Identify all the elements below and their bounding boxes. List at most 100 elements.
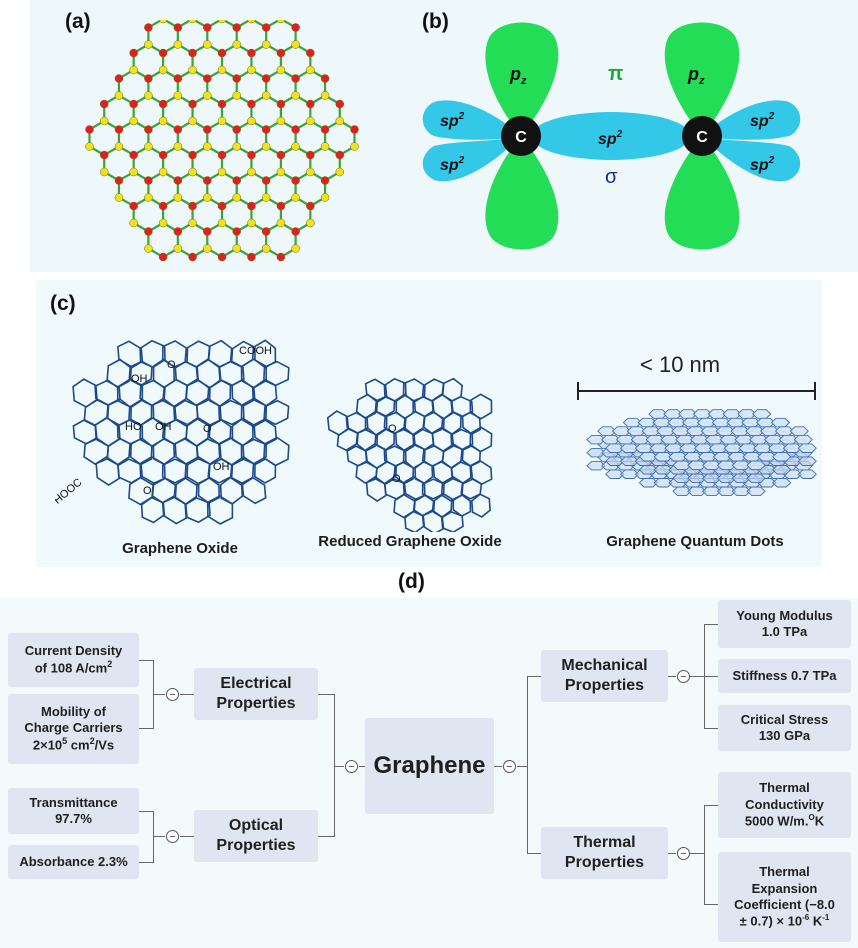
hexagon-ring [241, 476, 267, 505]
collapse-toggle-thermal[interactable]: − [677, 847, 690, 860]
hexagon-ring [240, 358, 267, 389]
lattice-atom [203, 142, 212, 151]
connector [704, 805, 718, 806]
graphene-lattice [85, 20, 359, 262]
node-thermal-conductivity[interactable]: Thermal Conductivity 5000 W/m.OK [718, 772, 851, 838]
pz-lobe-right-bottom [664, 136, 740, 250]
lattice-atom [247, 65, 256, 75]
lattice-atom [188, 65, 197, 75]
lattice-atom [291, 142, 300, 151]
lattice-atom [306, 116, 315, 126]
lattice-atom [291, 193, 300, 202]
lattice-atom [320, 74, 330, 83]
sp2-lobe-left-upper [422, 100, 521, 140]
lattice-atom [158, 65, 168, 75]
collapse-toggle-electrical[interactable]: − [166, 688, 179, 701]
collapse-toggle-graphene-right[interactable]: − [503, 760, 516, 773]
hexagon-ring [403, 410, 426, 436]
hexagon-ring [231, 378, 255, 407]
graphene-quantum-dots-structure [586, 409, 817, 497]
connector [139, 862, 153, 863]
node-critical-stress[interactable]: Critical Stress 130 GPa [718, 705, 851, 751]
lattice-atom [217, 20, 227, 24]
lattice-atom [232, 142, 241, 151]
lattice-atom [291, 244, 300, 253]
hexagon-ring [452, 493, 472, 517]
lattice-atom [99, 167, 109, 177]
hexagon-ring [450, 461, 474, 484]
lattice-atom [85, 125, 94, 134]
lattice-atom [217, 65, 227, 75]
hexagon-ring [208, 379, 232, 408]
quantum-dot-hexagon [731, 473, 751, 484]
collapse-toggle-optical[interactable]: − [166, 830, 179, 843]
node-young-modulus[interactable]: Young Modulus 1.0 TPa [718, 600, 851, 648]
graphene-oxide-structure: COOH HOOC OH HO OH OH O O O [55, 339, 290, 525]
node-transmittance[interactable]: Transmittance 97.7% [8, 788, 139, 834]
hexagon-ring [393, 492, 417, 519]
lattice-atom [144, 142, 153, 151]
quantum-dot-hexagon [672, 486, 692, 497]
node-mechanical-properties[interactable]: Mechanical Properties [541, 650, 668, 702]
connector [318, 836, 334, 837]
rgo-o-label-2: O [392, 473, 401, 485]
hexagon-ring [196, 358, 222, 389]
quantum-dot-hexagon [586, 460, 606, 471]
panel-label-d: (d) [398, 570, 425, 593]
lattice-atom [217, 48, 227, 58]
connector [139, 811, 153, 812]
lattice-atom [350, 142, 359, 151]
node-graphene-root[interactable]: Graphene [365, 718, 494, 814]
lattice-atom [129, 116, 138, 126]
node-electrical-properties[interactable]: Electrical Properties [194, 668, 318, 720]
hexagon-ring [440, 511, 464, 532]
connector [359, 766, 365, 767]
node-mobility[interactable]: Mobility of Charge Carriers 2×105 cm2/Vs [8, 694, 139, 764]
lattice-atom [203, 74, 212, 83]
connector [690, 853, 704, 854]
sp2-label-left-upper: sp2 [440, 111, 465, 130]
hexagon-ring [441, 443, 463, 469]
hexagon-ring [422, 509, 445, 532]
lattice-atom [261, 193, 271, 202]
quantum-dot-hexagon [672, 460, 692, 471]
sp2-label-right-lower: sp2 [750, 155, 775, 174]
panel-label-b: (b) [422, 10, 449, 33]
o-label-1: O [167, 359, 176, 371]
lattice-atom [173, 176, 183, 185]
lattice-atom [217, 218, 227, 228]
node-thermal-properties[interactable]: Thermal Properties [541, 827, 668, 879]
lattice-atom [276, 116, 286, 126]
hexagon-ring [364, 378, 388, 402]
lattice-atom [335, 116, 345, 126]
lattice-atom [188, 116, 197, 126]
collapse-toggle-graphene-left[interactable]: − [345, 760, 358, 773]
connector [527, 676, 541, 677]
hexagon-ring [106, 437, 131, 466]
node-stiffness[interactable]: Stiffness 0.7 TPa [718, 659, 851, 693]
hexagon-ring [394, 460, 415, 485]
hexagon-ring [422, 411, 444, 435]
node-thermal-expansion[interactable]: Thermal Expansion Coefficient (−8.0 ± 0.… [718, 852, 851, 942]
lattice-atom [232, 91, 241, 100]
lattice-atom [203, 193, 212, 202]
hexagon-ring [461, 410, 482, 435]
node-optical-properties[interactable]: Optical Properties [194, 810, 318, 862]
node-current-density[interactable]: Current Density of 108 A/cm2 [8, 633, 139, 687]
lattice-atom [261, 91, 271, 100]
o-label-2: O [203, 423, 212, 435]
quantum-dot-hexagon [731, 460, 751, 471]
connector [139, 660, 153, 661]
lattice-atom [203, 227, 212, 236]
caption-reduced-graphene-oxide: Reduced Graphene Oxide [318, 533, 502, 550]
node-absorbance[interactable]: Absorbance 2.3% [8, 845, 139, 879]
hexagon-ring [230, 455, 255, 487]
caption-graphene-oxide: Graphene Oxide [122, 540, 238, 557]
connector [180, 694, 194, 695]
collapse-toggle-mechanical[interactable]: − [677, 670, 690, 683]
lattice-atom [306, 218, 315, 228]
carbon-label-left: C [515, 129, 527, 146]
hexagon-ring [218, 360, 245, 387]
oh-label-4: OH [213, 461, 230, 473]
lattice-atom [144, 40, 153, 49]
